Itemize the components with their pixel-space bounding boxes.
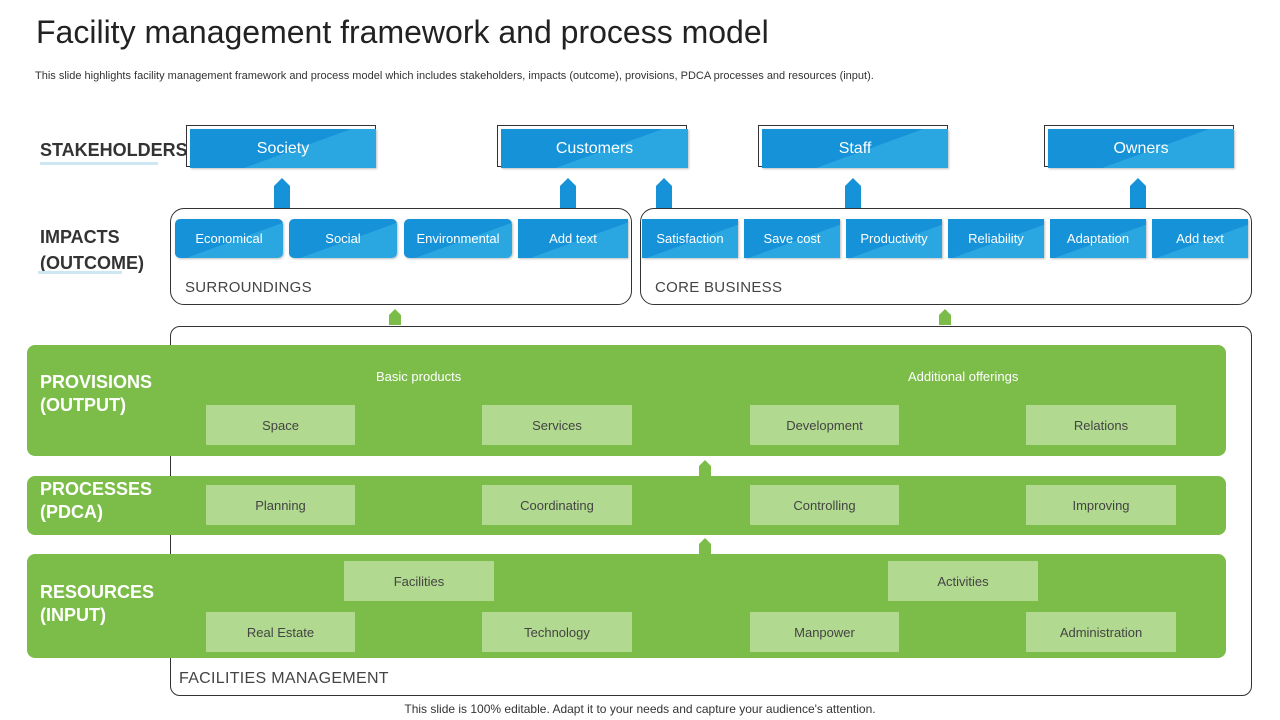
core-business-caption: CORE BUSINESS: [655, 279, 783, 296]
resource-activities: Activities: [888, 561, 1038, 601]
stakeholder-staff: Staff: [762, 129, 948, 168]
arrow-up-icon: [939, 309, 951, 325]
impact-economical: Economical: [175, 219, 283, 258]
footer-note: This slide is 100% editable. Adapt it to…: [404, 702, 876, 716]
page-title: Facility management framework and proces…: [36, 14, 769, 50]
resources-label-line1: RESOURCES: [40, 582, 155, 602]
stakeholders-label: STAKEHOLDERS: [40, 140, 188, 160]
impact-satisfaction: Satisfaction: [642, 219, 738, 258]
resources-label-line2: (INPUT): [40, 605, 106, 625]
impacts-label: IMPACTS (OUTCOME): [40, 224, 144, 276]
stakeholder-owners: Owners: [1048, 129, 1234, 168]
processes-label: PROCESSES (PDCA): [40, 478, 152, 524]
arrow-up-icon: [656, 178, 672, 208]
impact-adaptation: Adaptation: [1050, 219, 1146, 258]
surroundings-caption: SURROUNDINGS: [185, 279, 312, 296]
processes-label-line2: (PDCA): [40, 502, 103, 522]
arrow-up-icon: [699, 460, 711, 476]
stakeholder-customers: Customers: [501, 129, 688, 168]
resources-label: RESOURCES (INPUT): [40, 581, 154, 627]
resource-technology: Technology: [482, 612, 632, 652]
impact-reliability: Reliability: [948, 219, 1044, 258]
additional-offerings-caption: Additional offerings: [908, 369, 1019, 384]
arrow-up-icon: [560, 178, 576, 208]
arrow-up-icon: [699, 538, 711, 554]
core-business-group: [640, 208, 1252, 305]
page-subtitle: This slide highlights facility managemen…: [35, 70, 874, 82]
resource-manpower: Manpower: [750, 612, 899, 652]
stakeholders-underline: [40, 162, 158, 165]
impacts-underline: [38, 271, 122, 274]
impact-social: Social: [289, 219, 397, 258]
arrow-up-icon: [845, 178, 861, 208]
provisions-label-line1: PROVISIONS: [40, 372, 153, 392]
resource-administration: Administration: [1026, 612, 1176, 652]
provision-relations: Relations: [1026, 405, 1176, 445]
arrow-up-icon: [274, 178, 290, 208]
facilities-management-caption: FACILITIES MANAGEMENT: [179, 670, 389, 687]
process-coordinating: Coordinating: [482, 485, 632, 525]
resource-facilities: Facilities: [344, 561, 494, 601]
impacts-label-line2: (OUTCOME): [40, 253, 144, 273]
process-planning: Planning: [206, 485, 355, 525]
provision-services: Services: [482, 405, 632, 445]
impact-save-cost: Save cost: [744, 219, 840, 258]
resource-real-estate: Real Estate: [206, 612, 355, 652]
process-controlling: Controlling: [750, 485, 899, 525]
provisions-label-line2: (OUTPUT): [40, 395, 126, 415]
provision-space: Space: [206, 405, 355, 445]
stakeholder-society: Society: [190, 129, 376, 168]
processes-label-line1: PROCESSES: [40, 479, 153, 499]
provisions-label: PROVISIONS (OUTPUT): [40, 371, 152, 417]
arrow-up-icon: [1130, 178, 1146, 208]
impacts-label-line1: IMPACTS: [40, 227, 120, 247]
impact-add-text-core: Add text: [1152, 219, 1248, 258]
impact-environmental: Environmental: [404, 219, 512, 258]
arrow-up-icon: [389, 309, 401, 325]
basic-products-caption: Basic products: [376, 369, 462, 384]
impact-productivity: Productivity: [846, 219, 942, 258]
provision-development: Development: [750, 405, 899, 445]
process-improving: Improving: [1026, 485, 1176, 525]
impact-add-text-surroundings: Add text: [518, 219, 628, 258]
